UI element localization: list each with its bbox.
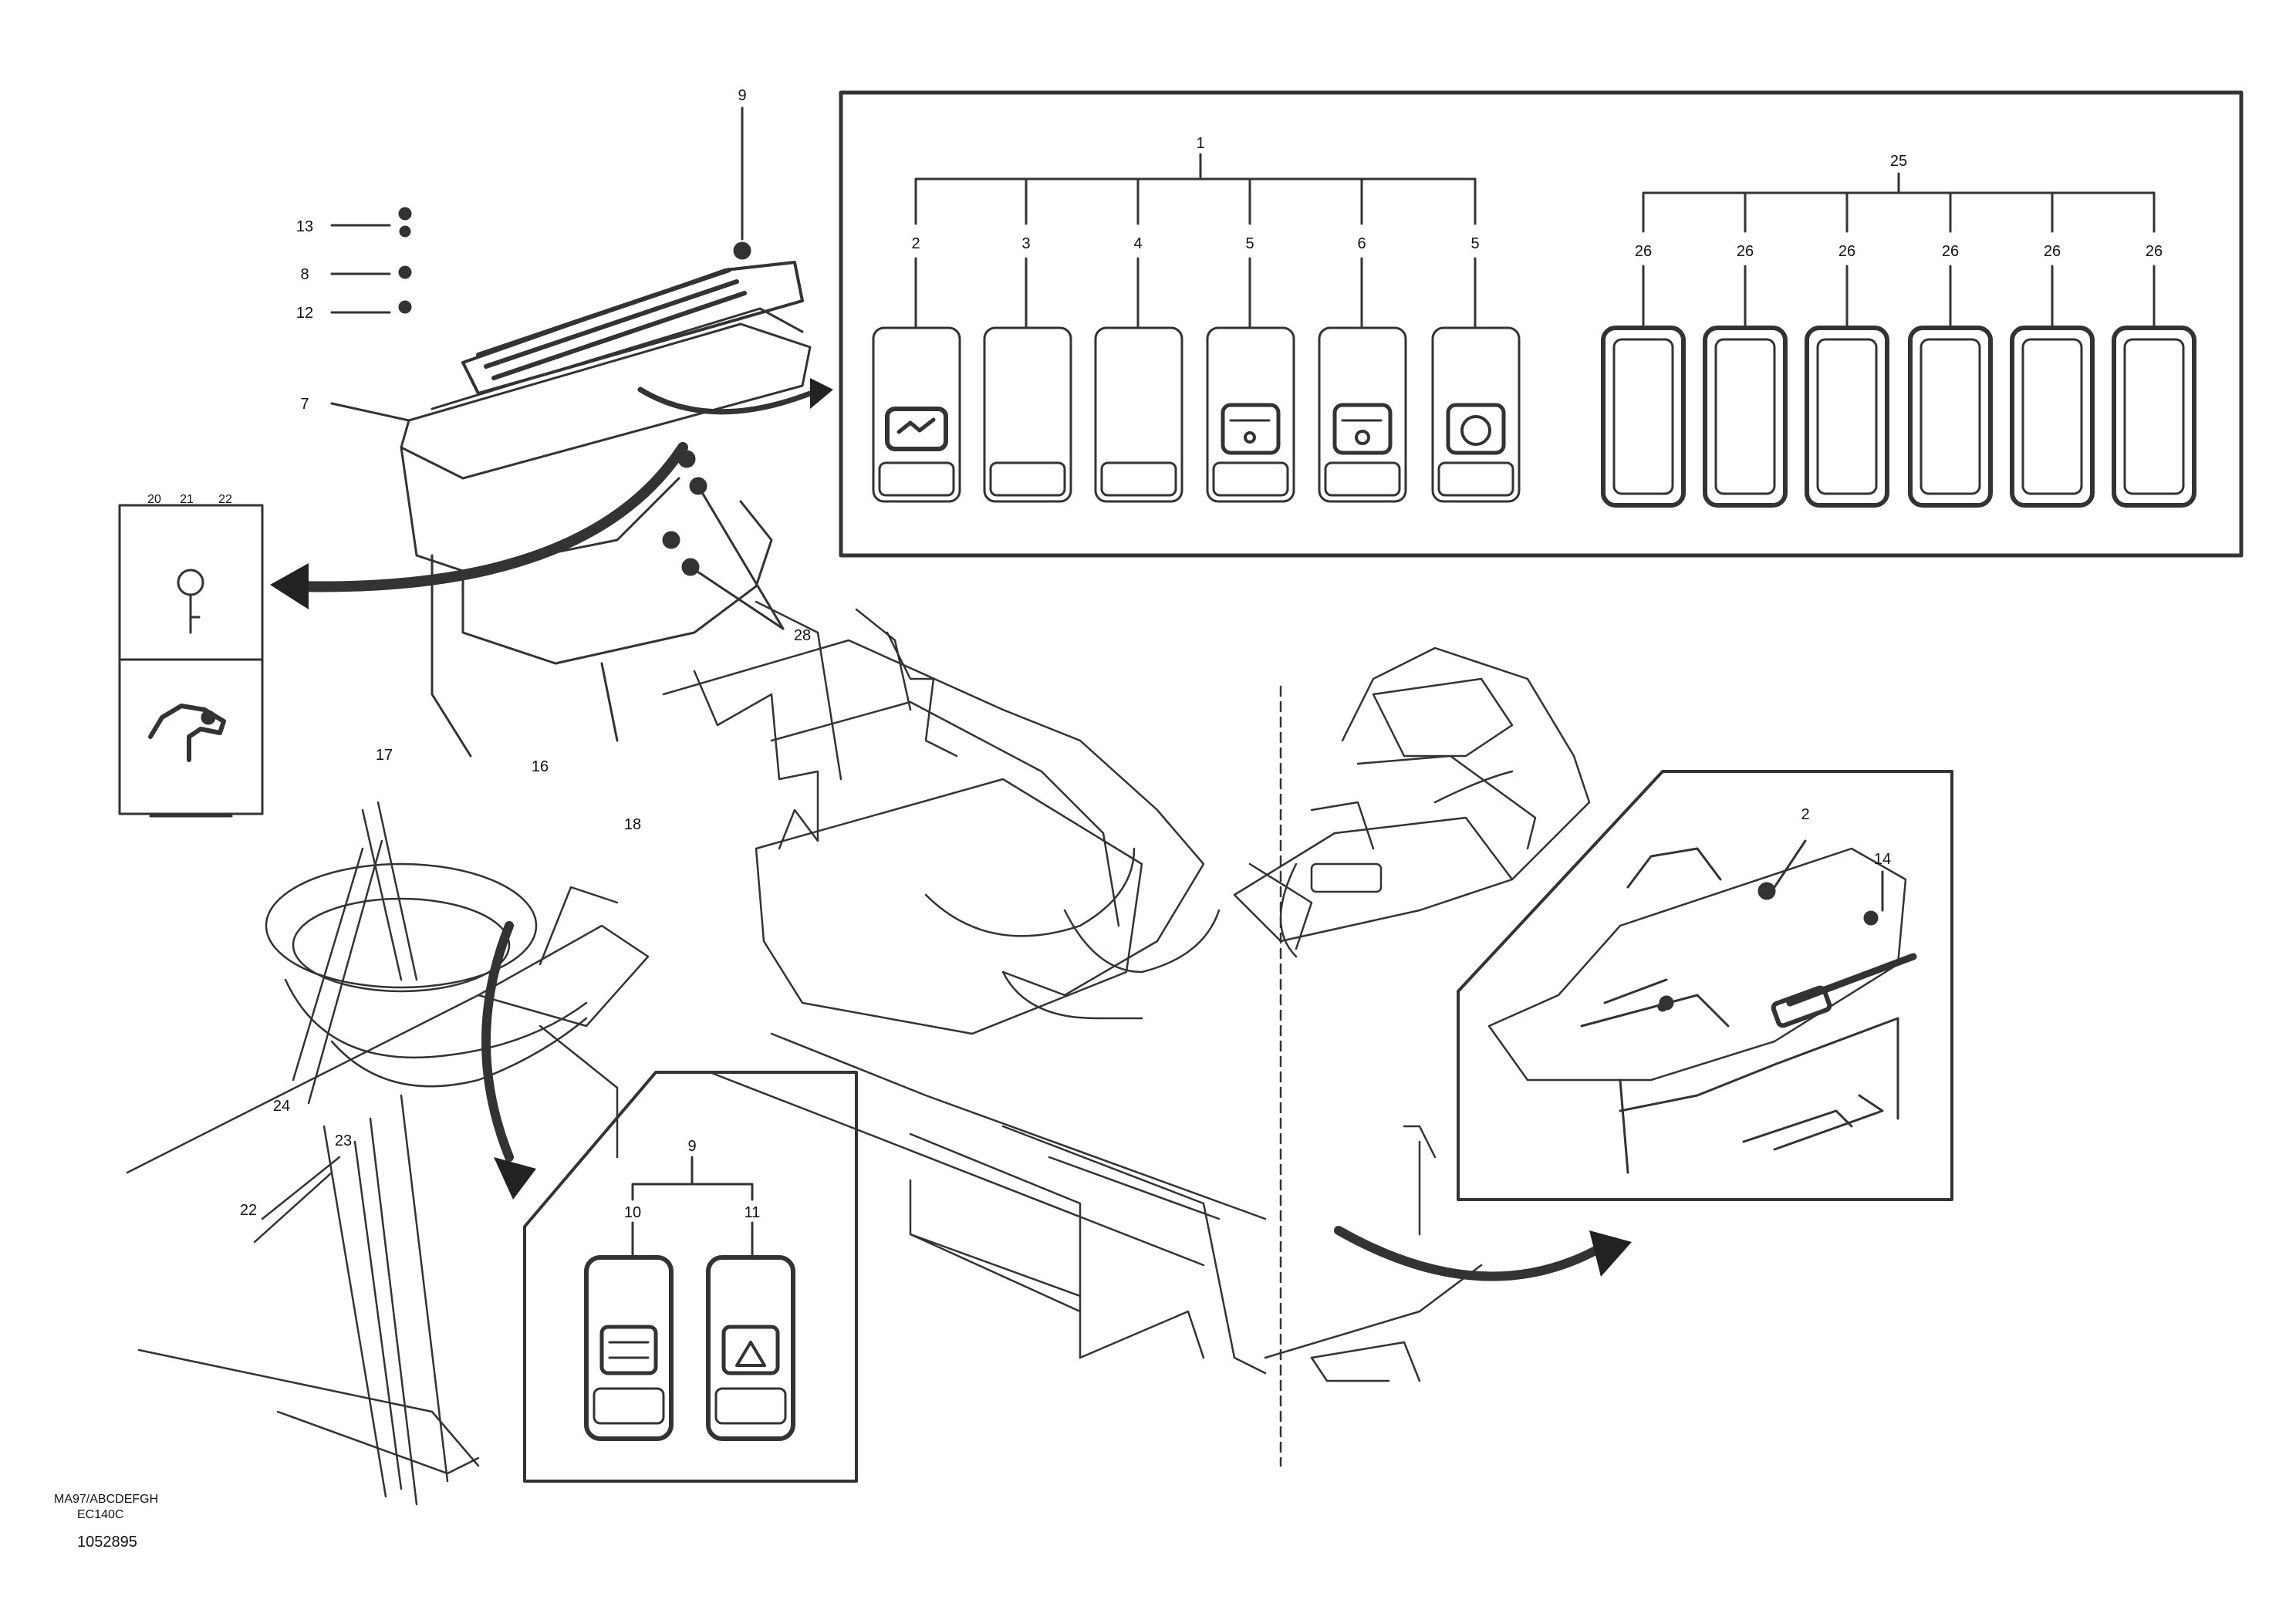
arrow-console-to-key [270, 442, 688, 609]
switch-26-6 [2112, 326, 2196, 508]
callout-switch-11: 11 [745, 1204, 761, 1221]
arrow-to-right-detail [1334, 1226, 1632, 1281]
callout-key-21: 21 [180, 493, 194, 506]
callout-group-25: 25 [1890, 153, 1907, 170]
callout-12: 12 [296, 305, 313, 322]
footer-ref-line1: MA97/ABCDEFGH [54, 1493, 158, 1506]
switch-6 [1318, 326, 1407, 503]
switch-5b [1431, 326, 1521, 503]
callout-23: 23 [335, 1132, 352, 1149]
console-assembly [330, 106, 812, 758]
switch-5 [1206, 326, 1295, 503]
callout-24: 24 [273, 1098, 290, 1115]
switch-11 [706, 1255, 795, 1441]
footer-code: 1052895 [77, 1534, 137, 1551]
callout-switch-6: 6 [1357, 235, 1366, 252]
switch-26-3 [1805, 326, 1889, 508]
arrow-to-lower-panel [481, 921, 536, 1200]
callout-26-4: 26 [1942, 243, 1959, 260]
callout-28: 28 [794, 627, 811, 644]
callout-17: 17 [376, 747, 393, 764]
callout-switch-3: 3 [1021, 235, 1030, 252]
arrow-console-to-panel [637, 378, 833, 415]
switch-26-4 [1908, 326, 1993, 508]
callout-8: 8 [300, 266, 309, 283]
lower-switch-detail [523, 1071, 858, 1483]
callout-group-9: 9 [687, 1138, 696, 1155]
key-detail [118, 504, 264, 818]
callout-26-5: 26 [2044, 243, 2061, 260]
callout-26-1: 26 [1635, 243, 1652, 260]
callout-switch-5: 5 [1245, 235, 1254, 252]
callout-16: 16 [532, 758, 549, 775]
callout-18: 18 [624, 816, 641, 833]
footer-ref-line2: EC140C [77, 1508, 123, 1521]
switch-10 [584, 1255, 674, 1441]
switch-2 [872, 326, 961, 503]
switch-26-2 [1703, 326, 1788, 508]
callout-key-20: 20 [147, 493, 161, 506]
callout-7: 7 [300, 396, 309, 413]
callout-26-6: 26 [2146, 243, 2163, 260]
switch-26-1 [1601, 326, 1686, 508]
callout-22: 22 [240, 1202, 257, 1219]
right-detail [1457, 770, 1953, 1201]
callout-switch-5b: 5 [1470, 235, 1479, 252]
callout-13: 13 [296, 218, 313, 235]
callout-key-22: 22 [218, 493, 232, 506]
callout-labels: 9 13 8 12 7 1 2 3 4 5 6 5 25 26 26 26 26… [54, 87, 2163, 1551]
callout-right-14: 14 [1874, 851, 1891, 868]
switch-3 [983, 326, 1072, 503]
switch-4 [1094, 326, 1183, 503]
callout-26-3: 26 [1838, 243, 1855, 260]
switch-26-5 [2010, 326, 2095, 508]
switch-panel-detail [839, 90, 2244, 558]
callout-group-1: 1 [1196, 135, 1204, 152]
callout-right-2: 2 [1801, 806, 1809, 823]
callout-26-2: 26 [1737, 243, 1754, 260]
callout-switch-10: 10 [624, 1204, 641, 1221]
callout-switch-2: 2 [911, 235, 920, 252]
cab-frame [126, 600, 1591, 1506]
callout-switch-4: 4 [1133, 235, 1142, 252]
callout-9: 9 [738, 87, 746, 104]
